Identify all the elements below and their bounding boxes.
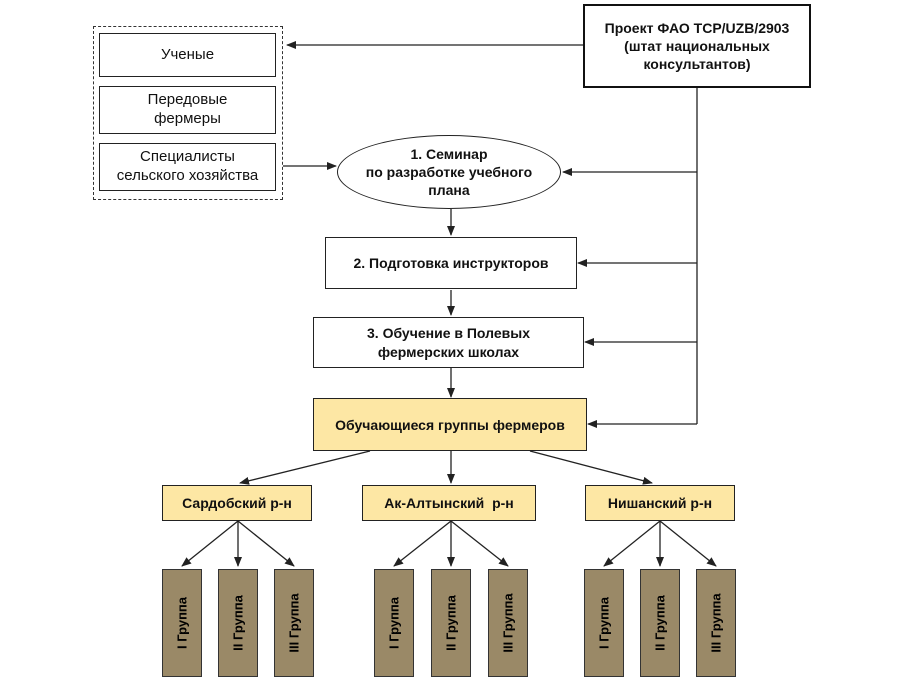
project-box: Проект ФАО TCP/UZB/2903 (штат национальн… bbox=[583, 4, 811, 88]
seminar-line-2: по разработке учебного bbox=[365, 163, 533, 180]
district-name-2: Ак-Алтынский р-н bbox=[384, 495, 514, 511]
district-name-1: Сардобский р-н bbox=[182, 495, 292, 511]
group-d2-2: II Группа bbox=[431, 569, 471, 677]
scientists-label: Ученые bbox=[160, 45, 215, 63]
group-label: III Группа bbox=[500, 593, 516, 653]
group-d1-1: I Группа bbox=[162, 569, 202, 677]
group-d1-2: II Группа bbox=[218, 569, 258, 677]
leading-farmers-line-2: фермеры bbox=[154, 110, 221, 127]
group-label: I Группа bbox=[174, 596, 190, 650]
scientists-box: Ученые bbox=[99, 33, 276, 77]
arrow-d1-g1 bbox=[181, 520, 239, 567]
group-d3-3: III Группа bbox=[696, 569, 736, 677]
group-label: III Группа bbox=[708, 593, 724, 653]
arrow-d2-g3 bbox=[450, 520, 509, 567]
seminar-oval: 1. Семинар по разработке учебного плана bbox=[337, 135, 561, 209]
district-name-3: Нишанский р-н bbox=[607, 495, 713, 511]
specialists-box: Специалисты сельского хозяйства bbox=[99, 143, 276, 191]
group-label: II Группа bbox=[230, 595, 246, 651]
arrow-d3-g1 bbox=[603, 520, 661, 567]
arrow-d1-g3 bbox=[237, 520, 295, 567]
group-label: I Группа bbox=[386, 596, 402, 650]
arrow-to-district-3 bbox=[529, 450, 653, 485]
farmer-groups-box: Обучающиеся группы фермеров bbox=[313, 398, 587, 451]
group-label: I Группа bbox=[596, 596, 612, 650]
training-line-2: фермерских школах bbox=[377, 343, 520, 360]
group-d3-1: I Группа bbox=[584, 569, 624, 677]
specialists-line-2: сельского хозяйства bbox=[116, 167, 259, 184]
specialists-line-1: Специалисты bbox=[140, 148, 235, 166]
farmer-groups-label: Обучающиеся группы фермеров bbox=[335, 416, 565, 433]
arrow-to-district-1 bbox=[239, 450, 371, 485]
group-label: III Группа bbox=[286, 593, 302, 653]
project-line-3: консультантов) bbox=[643, 56, 751, 73]
arrow-d3-g3 bbox=[659, 520, 717, 567]
arrow-d2-g1 bbox=[393, 520, 452, 567]
leading-farmers-line-1: Передовые bbox=[147, 91, 228, 109]
trainers-label: 2. Подготовка инструкторов bbox=[353, 254, 549, 271]
leading-farmers-box: Передовые фермеры bbox=[99, 86, 276, 134]
training-box: 3. Обучение в Полевых фермерских школах bbox=[313, 317, 584, 368]
group-d2-3: III Группа bbox=[488, 569, 528, 677]
district-box-3: Нишанский р-н bbox=[585, 485, 735, 521]
participants-group bbox=[93, 26, 283, 200]
group-label: II Группа bbox=[652, 595, 668, 651]
group-label: II Группа bbox=[443, 595, 459, 651]
seminar-line-3: плана bbox=[428, 182, 470, 199]
trainers-box: 2. Подготовка инструкторов bbox=[325, 237, 577, 289]
project-line-2: (штат национальных bbox=[624, 37, 770, 54]
project-line-1: Проект ФАО TCP/UZB/2903 bbox=[604, 19, 790, 36]
training-line-1: 3. Обучение в Полевых bbox=[367, 325, 530, 342]
group-d3-2: II Группа bbox=[640, 569, 680, 677]
district-box-2: Ак-Алтынский р-н bbox=[362, 485, 536, 521]
group-d2-1: I Группа bbox=[374, 569, 414, 677]
seminar-line-1: 1. Семинар bbox=[410, 145, 488, 162]
district-box-1: Сардобский р-н bbox=[162, 485, 312, 521]
group-d1-3: III Группа bbox=[274, 569, 314, 677]
